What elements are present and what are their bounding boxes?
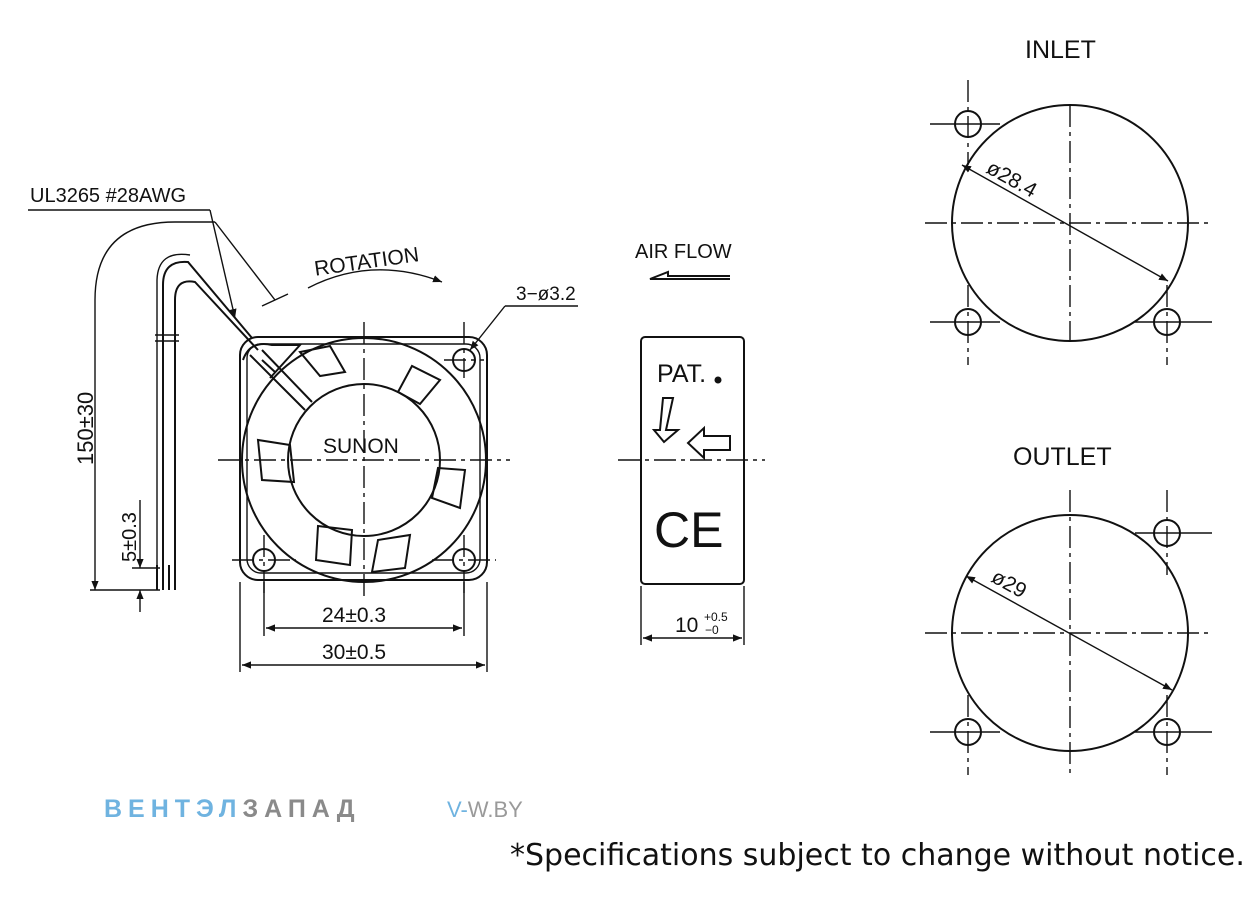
watermark-site-rest: W.BY (467, 797, 523, 822)
watermark-brand: ВЕНТЭЛЗАПАД (104, 795, 361, 824)
holes-callout: 3−ø3.2 (469, 284, 578, 351)
rotation-label: ROTATION (313, 243, 421, 280)
hole-pitch-label: 24±0.3 (322, 604, 386, 627)
frame-size-dimension: 30±0.5 (239, 582, 488, 672)
strip-length-dimension: 5±0.3 (119, 500, 160, 612)
strip-length-label: 5±0.3 (119, 512, 141, 562)
watermark-site-prefix: V- (447, 797, 468, 822)
lead-length-dimension: 150±30 (73, 221, 289, 591)
lead-wires (155, 253, 259, 590)
inlet-diameter-label: ø28.4 (983, 156, 1041, 202)
wire-spec-callout: UL3265 #28AWG (28, 185, 237, 319)
thickness-base-label: 10 (675, 614, 698, 637)
inlet-title: INLET (1025, 36, 1096, 64)
footnote: *Specifications subject to change withou… (510, 838, 1245, 873)
thickness-dimension: 10 +0.5 −0 (640, 586, 745, 645)
watermark-site: V-W.BY (447, 797, 523, 823)
inlet-view: INLET ø28.4 (925, 36, 1212, 365)
watermark-brand-part2: ЗАПАД (242, 795, 361, 823)
frame-size-label: 30±0.5 (322, 641, 386, 664)
outlet-diameter-label: ø29 (988, 565, 1031, 603)
lead-length-label: 150±30 (73, 392, 98, 465)
ce-mark: CE (654, 502, 723, 558)
wire-spec-label: UL3265 #28AWG (30, 185, 186, 207)
outlet-view: OUTLET ø29 (925, 443, 1212, 775)
hole-pitch-dimension: 24±0.3 (263, 582, 465, 636)
fan-front-view: SUNON (218, 322, 510, 598)
outlet-title: OUTLET (1013, 443, 1112, 471)
patent-label: PAT. (657, 360, 706, 388)
fan-side-view: PAT. CE (618, 336, 765, 585)
thickness-plus-label: +0.5 (704, 610, 728, 624)
holes-label: 3−ø3.2 (516, 284, 576, 305)
watermark-brand-part1: ВЕНТЭЛ (104, 795, 243, 823)
thickness-minus-label: −0 (705, 623, 719, 637)
air-flow-label: AIR FLOW (635, 241, 732, 263)
rotation-indicator: ROTATION (307, 243, 443, 289)
air-flow-indicator: AIR FLOW (635, 241, 732, 280)
brand-label: SUNON (323, 435, 399, 458)
